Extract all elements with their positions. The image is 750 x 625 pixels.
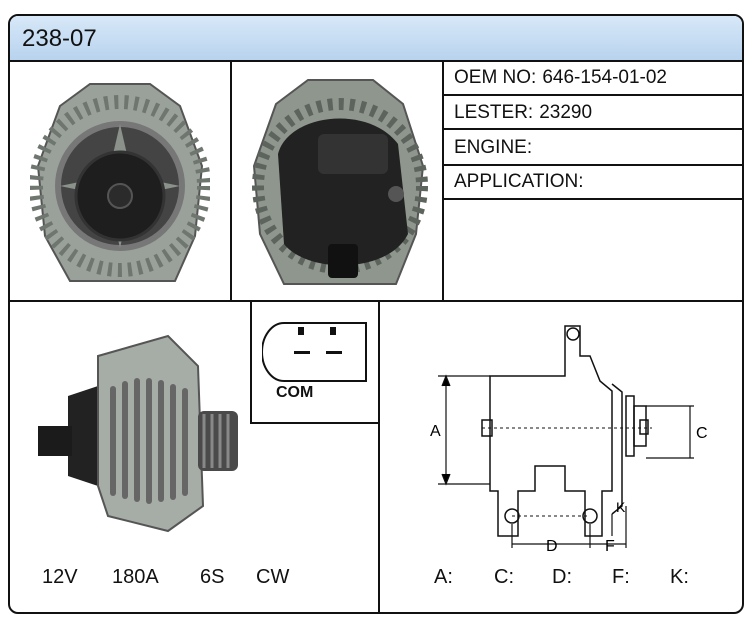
label-d: D <box>546 538 558 555</box>
alternator-side-photo <box>38 334 238 533</box>
connector-label: COM <box>276 384 314 401</box>
divider-top-left <box>230 60 232 300</box>
header-bar: 238-07 <box>10 16 742 62</box>
spec-oem: OEM NO:646-154-01-02 <box>454 67 667 89</box>
spec-divider-1 <box>442 94 742 96</box>
divider-top-right <box>442 60 444 300</box>
divider-bottom <box>378 300 380 612</box>
alternator-rear-photo <box>252 79 428 285</box>
dimension-c: C: <box>494 566 514 588</box>
spec-application: APPLICATION: <box>454 171 590 193</box>
spec-oem-value: 646-154-01-02 <box>542 67 667 88</box>
connector-diagram <box>262 322 367 382</box>
alternator-front-photo <box>30 83 210 282</box>
spec-lester: LESTER:23290 <box>454 102 592 124</box>
spec-rotation: CW <box>256 566 290 588</box>
spec-oem-label: OEM NO: <box>454 67 537 88</box>
spec-divider-3 <box>442 164 742 166</box>
dimension-d: D: <box>552 566 572 588</box>
spec-engine: ENGINE: <box>454 137 538 159</box>
spec-application-label: APPLICATION: <box>454 171 584 192</box>
dimension-f: F: <box>612 566 630 588</box>
label-f: F <box>605 538 615 555</box>
dimension-a: A: <box>434 566 453 588</box>
product-sheet: 238-07 OEM NO:646-154-01-02 LESTER:23290… <box>8 14 744 614</box>
dimension-drawing: A C D F K <box>430 325 708 555</box>
part-number-title: 238-07 <box>22 25 97 52</box>
spec-divider-4 <box>442 198 742 200</box>
spec-lester-value: 23290 <box>539 102 593 123</box>
spec-voltage: 12V <box>42 566 78 588</box>
label-c: C <box>696 425 708 442</box>
label-a: A <box>430 423 441 440</box>
divider-middle <box>10 300 742 302</box>
spec-pulley: 6S <box>200 566 225 588</box>
dimension-k: K: <box>670 566 689 588</box>
spec-divider-2 <box>442 128 742 130</box>
label-k: K <box>616 499 626 515</box>
connector-box <box>250 300 380 424</box>
spec-lester-label: LESTER: <box>454 102 534 123</box>
spec-engine-label: ENGINE: <box>454 137 533 158</box>
spec-amperage: 180A <box>112 566 159 588</box>
